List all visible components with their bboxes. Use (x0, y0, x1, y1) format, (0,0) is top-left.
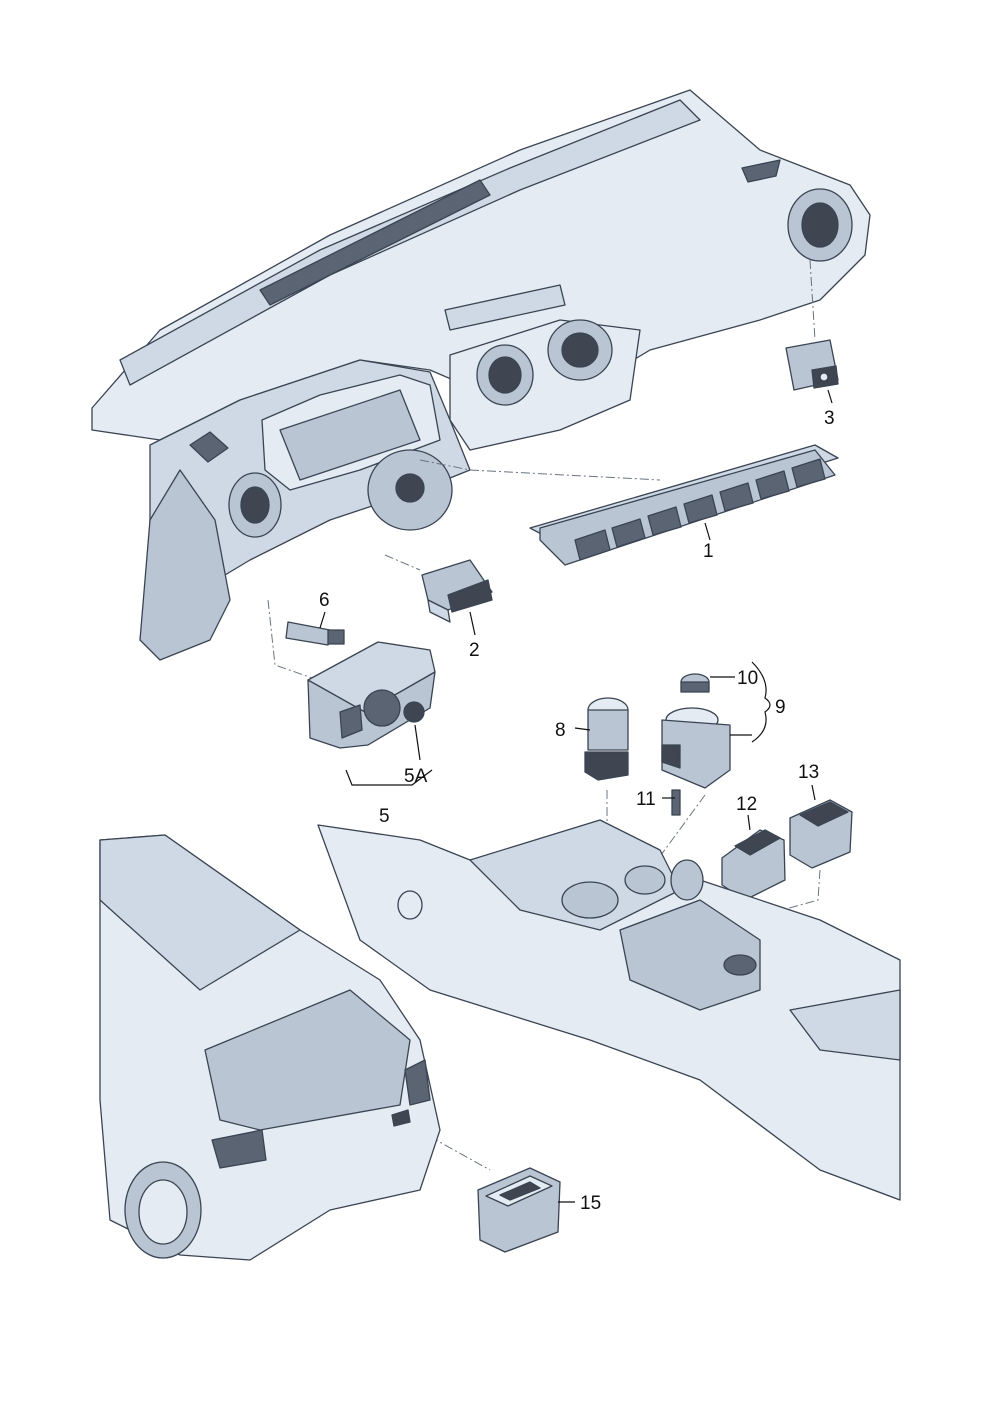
callout-2: 2 (469, 640, 480, 661)
center-console (317, 819, 901, 1201)
vehicle-rear (99, 834, 441, 1261)
part-6-sensor (285, 621, 345, 646)
part-9-ignition-assembly (661, 673, 731, 816)
part-1-switch-strip (529, 444, 839, 566)
callout-10: 10 (737, 668, 758, 689)
callout-15: 15 (580, 1193, 601, 1214)
part-15-switch (477, 1167, 561, 1253)
part-2-switch (421, 559, 493, 623)
callout-11: 11 (636, 789, 656, 810)
leader-lines (319, 389, 833, 1203)
callout-labels: 1 2 3 5 5A 6 8 9 10 11 12 13 15 (319, 408, 835, 1214)
callout-1: 1 (703, 541, 714, 562)
part-12-switch (721, 829, 786, 901)
callout-13: 13 (798, 762, 819, 783)
callout-9: 9 (775, 697, 786, 718)
part-13-switch (789, 799, 853, 869)
callout-8: 8 (555, 720, 566, 741)
callout-3: 3 (824, 408, 835, 429)
callout-5: 5 (379, 806, 390, 827)
dashboard-assembly (91, 89, 871, 661)
part-8-start-button (584, 697, 629, 781)
callout-12: 12 (736, 794, 757, 815)
part-5-light-switch (307, 641, 436, 749)
part-3-switch (785, 339, 839, 391)
callout-6: 6 (319, 590, 330, 611)
callout-5a: 5A (404, 766, 428, 787)
